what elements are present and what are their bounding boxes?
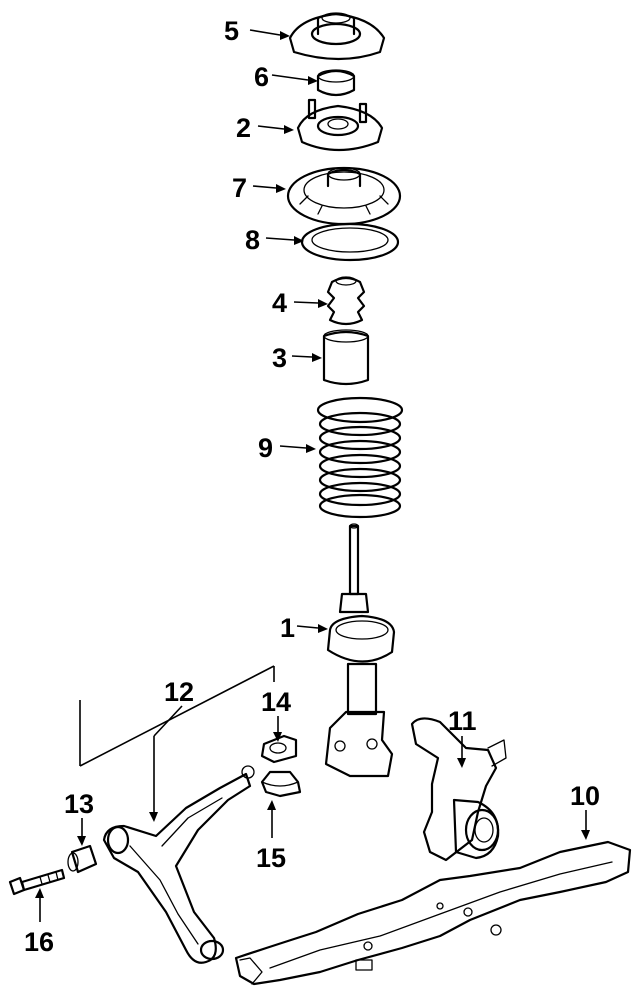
callout-14: 14 (261, 687, 291, 717)
part-14-bushing (260, 734, 298, 764)
callout-9: 9 (258, 433, 273, 463)
part-7-spring-seat (286, 166, 402, 226)
part-5-strut-mount (288, 12, 386, 61)
callout-1: 1 (280, 613, 295, 643)
callout-16: 16 (24, 927, 54, 957)
callout-13: 13 (64, 789, 94, 819)
callout-6: 6 (254, 62, 269, 92)
part-16-bolt (8, 868, 66, 896)
callout-12: 12 (164, 677, 194, 707)
callout-4: 4 (272, 288, 287, 318)
part-15-bracket (260, 770, 302, 798)
part-12-lower-arm (102, 765, 255, 964)
callout-3: 3 (272, 343, 287, 373)
callout-2: 2 (236, 113, 251, 143)
part-8-insulator (300, 222, 400, 262)
part-1-strut (324, 523, 396, 778)
part-3-dust-boot (322, 329, 370, 386)
part-11-knuckle (410, 717, 507, 862)
callout-8: 8 (245, 225, 260, 255)
part-10-crossmember (234, 840, 632, 986)
callout-7: 7 (232, 173, 247, 203)
part-4-bump-stop (326, 276, 366, 326)
part-13-bushing (67, 844, 98, 874)
leader-lines (35, 29, 590, 922)
part-2-upper-seat (296, 98, 384, 152)
callout-5: 5 (224, 16, 239, 46)
callout-15: 15 (256, 843, 286, 873)
part-9-coil-spring (316, 396, 404, 519)
part-6-bearing (316, 69, 356, 97)
callout-11: 11 (448, 706, 477, 736)
callout-10: 10 (570, 781, 600, 811)
callout-labels: 5 6 2 7 8 4 3 9 1 12 14 11 13 10 15 16 (24, 16, 600, 957)
